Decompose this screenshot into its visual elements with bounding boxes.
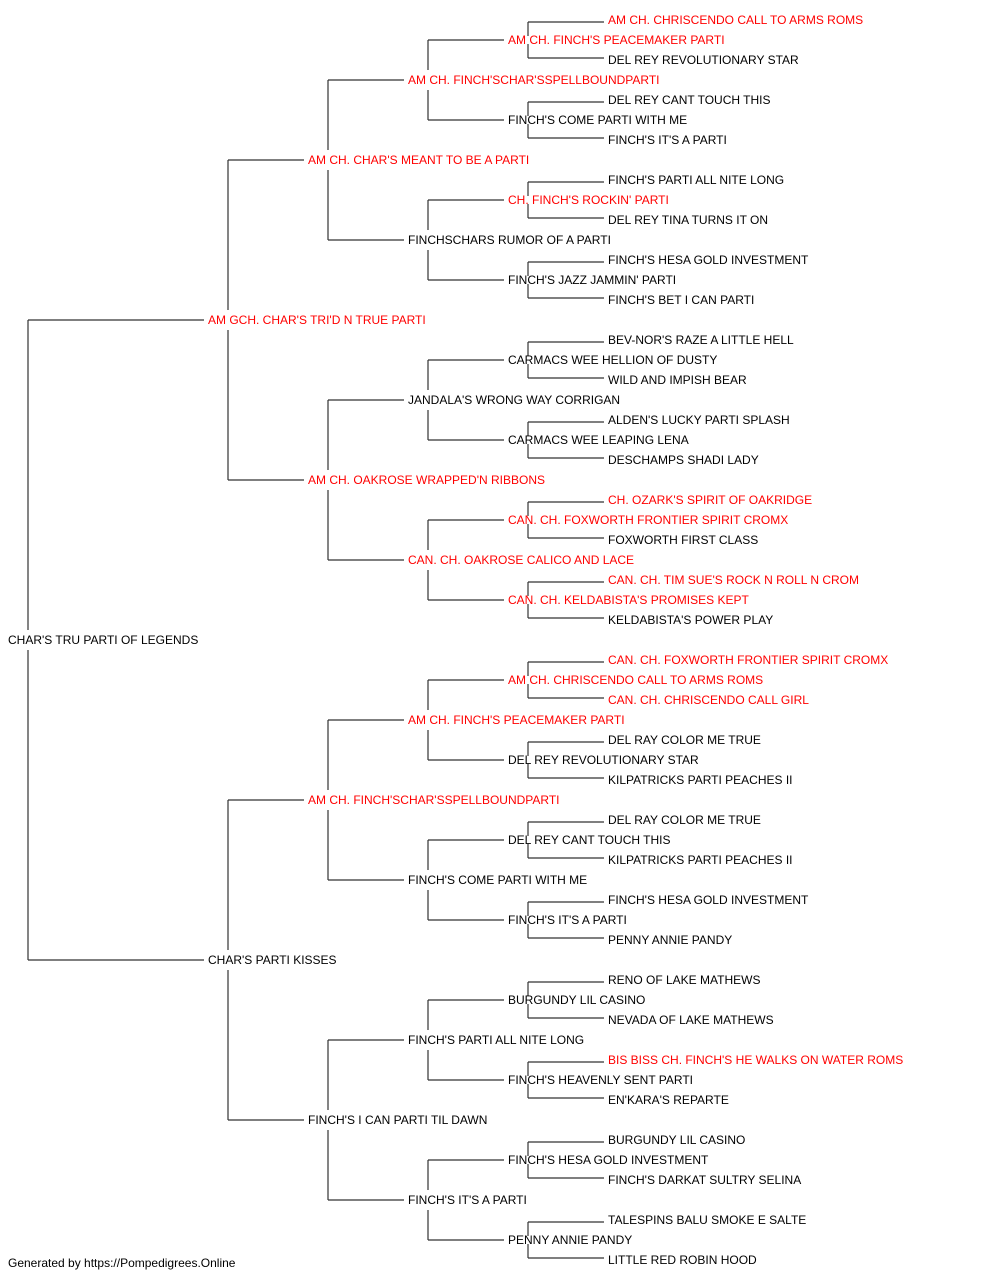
dog-name: FINCH'S JAZZ JAMMIN' PARTI [508, 273, 676, 287]
dog-name: CHAR'S TRU PARTI OF LEGENDS [8, 633, 198, 647]
dog-name: DESCHAMPS SHADI LADY [608, 453, 759, 467]
dog-name: KELDABISTA'S POWER PLAY [608, 613, 773, 627]
dog-name: LITTLE RED ROBIN HOOD [608, 1253, 757, 1267]
dog-name: FINCH'S DARKAT SULTRY SELINA [608, 1173, 801, 1187]
dog-name: CARMACS WEE HELLION OF DUSTY [508, 353, 717, 367]
dog-name: AM CH. CHRISCENDO CALL TO ARMS ROMS [508, 673, 763, 687]
dog-name: CAN. CH. TIM SUE'S ROCK N ROLL N CROM [608, 573, 859, 587]
dog-name: CAN. CH. OAKROSE CALICO AND LACE [408, 553, 634, 567]
dog-name: AM CH. FINCH'SCHAR'SSPELLBOUNDPARTI [408, 73, 660, 87]
dog-name: FINCH'S IT'S A PARTI [608, 133, 727, 147]
dog-name: AM CH. OAKROSE WRAPPED'N RIBBONS [308, 473, 545, 487]
dog-name: FINCH'S PARTI ALL NITE LONG [408, 1033, 584, 1047]
dog-name: CAN. CH. FOXWORTH FRONTIER SPIRIT CROMX [608, 653, 888, 667]
dog-name: WILD AND IMPISH BEAR [608, 373, 747, 387]
dog-name: AM GCH. CHAR'S TRI'D N TRUE PARTI [208, 313, 426, 327]
dog-name: BURGUNDY LIL CASINO [508, 993, 645, 1007]
dog-name: DEL REY REVOLUTIONARY STAR [508, 753, 699, 767]
dog-name: DEL RAY COLOR ME TRUE [608, 813, 761, 827]
dog-name: FINCH'S COME PARTI WITH ME [408, 873, 587, 887]
dog-name: JANDALA'S WRONG WAY CORRIGAN [408, 393, 620, 407]
dog-name: BIS BISS CH. FINCH'S HE WALKS ON WATER R… [608, 1053, 903, 1067]
dog-name: AM CH. CHAR'S MEANT TO BE A PARTI [308, 153, 529, 167]
dog-name: FINCH'S BET I CAN PARTI [608, 293, 754, 307]
dog-name: RENO OF LAKE MATHEWS [608, 973, 760, 987]
dog-name: AM CH. FINCH'S PEACEMAKER PARTI [508, 33, 725, 47]
dog-name: FINCH'S COME PARTI WITH ME [508, 113, 687, 127]
dog-name: NEVADA OF LAKE MATHEWS [608, 1013, 774, 1027]
dog-name: FINCH'S IT'S A PARTI [508, 913, 627, 927]
dog-name: KILPATRICKS PARTI PEACHES II [608, 773, 793, 787]
dog-name: PENNY ANNIE PANDY [508, 1233, 632, 1247]
dog-name: KILPATRICKS PARTI PEACHES II [608, 853, 793, 867]
dog-name: FINCH'S HESA GOLD INVESTMENT [608, 893, 809, 907]
dog-name: ALDEN'S LUCKY PARTI SPLASH [608, 413, 790, 427]
dog-name: EN'KARA'S REPARTE [608, 1093, 729, 1107]
dog-name: FINCH'S IT'S A PARTI [408, 1193, 527, 1207]
footer-credit: Generated by https://Pompedigrees.Online [8, 1256, 236, 1270]
dog-name: FINCH'S HESA GOLD INVESTMENT [508, 1153, 709, 1167]
dog-name: AM CH. FINCH'S PEACEMAKER PARTI [408, 713, 625, 727]
dog-name: FINCH'S HESA GOLD INVESTMENT [608, 253, 809, 267]
dog-name: CAN. CH. CHRISCENDO CALL GIRL [608, 693, 809, 707]
dog-name: AM CH. FINCH'SCHAR'SSPELLBOUNDPARTI [308, 793, 560, 807]
dog-name: DEL REY REVOLUTIONARY STAR [608, 53, 799, 67]
dog-name: TALESPINS BALU SMOKE E SALTE [608, 1213, 806, 1227]
dog-name: FINCH'S HEAVENLY SENT PARTI [508, 1073, 693, 1087]
dog-name: DEL REY CANT TOUCH THIS [508, 833, 671, 847]
dog-name: DEL REY TINA TURNS IT ON [608, 213, 768, 227]
dog-name: CAN. CH. FOXWORTH FRONTIER SPIRIT CROMX [508, 513, 788, 527]
dog-name: CAN. CH. KELDABISTA'S PROMISES KEPT [508, 593, 749, 607]
dog-name: PENNY ANNIE PANDY [608, 933, 732, 947]
dog-name: CHAR'S PARTI KISSES [208, 953, 337, 967]
dog-name: FINCHSCHARS RUMOR OF A PARTI [408, 233, 611, 247]
dog-name: FINCH'S I CAN PARTI TIL DAWN [308, 1113, 487, 1127]
dog-name: BEV-NOR'S RAZE A LITTLE HELL [608, 333, 794, 347]
dog-name: CH. OZARK'S SPIRIT OF OAKRIDGE [608, 493, 812, 507]
dog-name: CARMACS WEE LEAPING LENA [508, 433, 689, 447]
dog-name: DEL RAY COLOR ME TRUE [608, 733, 761, 747]
dog-name: CH. FINCH'S ROCKIN' PARTI [508, 193, 669, 207]
dog-name: BURGUNDY LIL CASINO [608, 1133, 745, 1147]
dog-name: FINCH'S PARTI ALL NITE LONG [608, 173, 784, 187]
dog-name: AM CH. CHRISCENDO CALL TO ARMS ROMS [608, 13, 863, 27]
dog-name: FOXWORTH FIRST CLASS [608, 533, 758, 547]
dog-name: DEL REY CANT TOUCH THIS [608, 93, 771, 107]
